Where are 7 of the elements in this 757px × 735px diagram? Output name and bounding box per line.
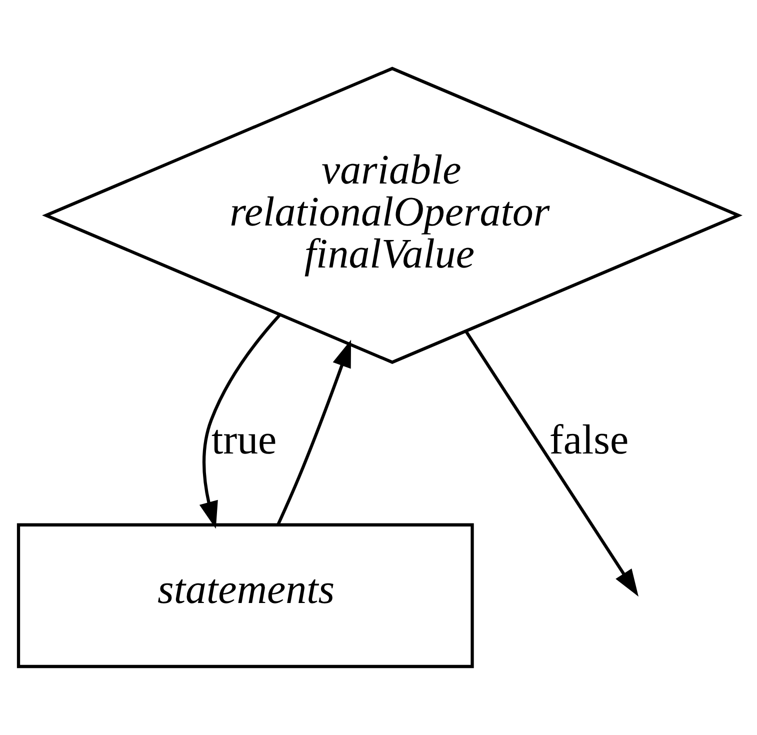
arrow <box>276 340 352 525</box>
node-diamond: variable relationalOperator finalValue <box>42 66 743 364</box>
arrow <box>199 314 282 529</box>
edge-label: true <box>211 418 277 464</box>
edge-label: false <box>549 418 629 464</box>
node-box: statements <box>16 523 474 668</box>
arrow <box>464 330 638 597</box>
